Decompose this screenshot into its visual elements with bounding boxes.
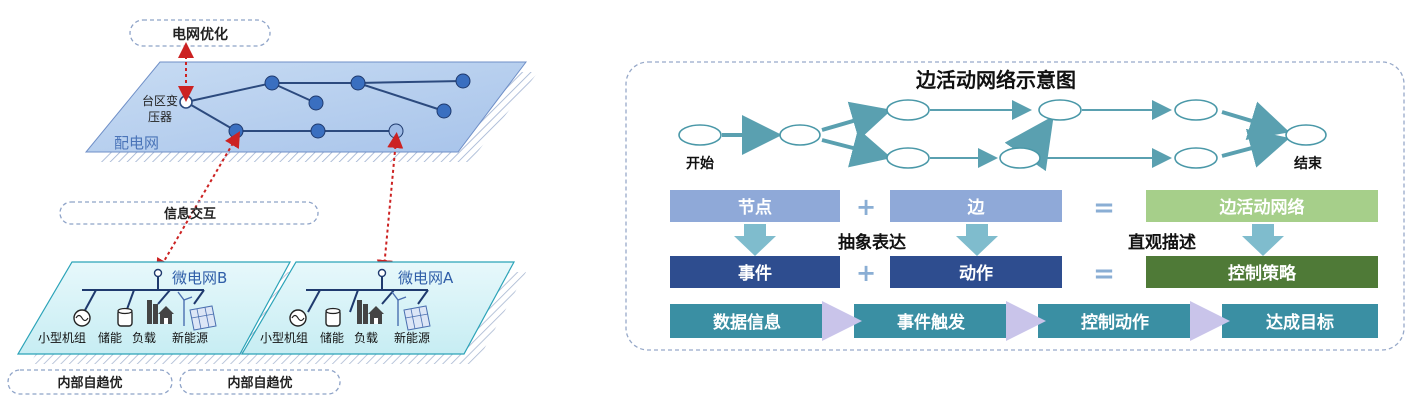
microgrid-a-item: 负载	[354, 331, 378, 345]
right-panel-frame	[625, 61, 1405, 351]
network-node	[308, 95, 324, 111]
grid-optimization-label: 电网优化	[172, 26, 228, 43]
event-box	[670, 256, 840, 288]
grid-optimization-capsule	[129, 19, 271, 47]
microgrid-b-link	[155, 131, 241, 275]
microgrid-a-connection-node	[388, 123, 404, 139]
flow-box-label: 控制动作	[1081, 312, 1149, 333]
microgrid-b-title: 微电网B	[172, 269, 227, 287]
activity-network-box-label: 边活动网络	[1219, 197, 1305, 218]
transformer-label-line1: 台区变	[142, 93, 178, 108]
transformer-node	[179, 95, 193, 109]
flow-box-event-trigger	[854, 304, 1008, 338]
start-node	[678, 124, 722, 146]
event-node	[1174, 147, 1218, 169]
flow-box-label: 达成目标	[1266, 312, 1334, 333]
action-box	[890, 256, 1062, 288]
down-arrow	[1242, 224, 1284, 256]
internal-optimization-b-label: 内部自趋优	[57, 375, 122, 391]
distribution-plane	[84, 61, 528, 153]
event-node	[1174, 99, 1218, 121]
microgrid-b-item: 负载	[132, 331, 156, 345]
storage-icon	[325, 307, 341, 327]
microgrid-a-item: 新能源	[394, 330, 430, 345]
activity-network	[722, 100, 1290, 172]
network-event-nodes	[678, 99, 1327, 169]
event-node	[779, 124, 821, 146]
load-icon	[147, 300, 174, 324]
edge-box	[890, 190, 1062, 222]
microgrid-a-item: 储能	[320, 330, 344, 345]
generator-icon	[289, 309, 307, 327]
event-node	[1038, 99, 1082, 121]
flow-box-control-action	[1038, 304, 1192, 338]
event-node	[886, 147, 930, 169]
distribution-network-label: 配电网	[114, 134, 159, 152]
action-box-label: 动作	[959, 263, 993, 284]
end-label: 结束	[1294, 155, 1323, 172]
microgrid-a-title: 微电网A	[398, 269, 454, 287]
activity-network-box	[1146, 190, 1378, 222]
network-node	[436, 103, 452, 119]
internal-optimization-b-capsule	[7, 369, 173, 395]
internal-optimization-a-capsule	[179, 369, 341, 395]
plus-sign: +	[856, 259, 876, 287]
microgrid-b-bus	[82, 274, 205, 313]
storage-icon	[117, 307, 133, 327]
network-node	[310, 123, 326, 139]
node-box	[670, 190, 840, 222]
microgrid-a-connection-node	[377, 268, 387, 278]
equals-sign: =	[1093, 193, 1115, 223]
edge-box-label: 边	[967, 198, 986, 218]
renewable-icon	[177, 291, 217, 331]
load-icon	[357, 300, 384, 324]
network-node	[228, 123, 244, 139]
right-diagram: 边活动网络示意图 开始 结束 节点	[625, 61, 1405, 351]
event-node	[999, 147, 1041, 169]
plus-sign: +	[856, 193, 876, 221]
event-box-label: 事件	[738, 263, 772, 284]
network-node	[455, 73, 471, 89]
renewable-icon	[391, 291, 431, 331]
flow-box-data-info	[670, 304, 824, 338]
microgrid-a-item: 小型机组	[260, 331, 308, 345]
info-exchange-label: 信息交互	[164, 206, 216, 222]
microgrid-b-item: 储能	[98, 330, 122, 345]
microgrid-b-item: 新能源	[172, 330, 208, 345]
down-arrow	[734, 224, 776, 256]
control-strategy-box-label: 控制策略	[1228, 263, 1297, 284]
transformer-label-line2: 压器	[148, 110, 172, 124]
info-exchange-capsule	[59, 201, 319, 225]
left-diagram: 电网优化 台区变 压器 配电网 信息交互	[7, 19, 538, 395]
flow-box-label: 数据信息	[713, 312, 781, 333]
intuitive-description-label: 直观描述	[1128, 232, 1196, 253]
control-strategy-box	[1146, 256, 1378, 288]
network-node	[350, 75, 366, 91]
flow-box-achieve-goal	[1222, 304, 1378, 338]
generator-icon	[73, 309, 91, 327]
abstract-expression-label: 抽象表达	[838, 232, 906, 253]
microgrid-b-item: 小型机组	[38, 331, 86, 345]
event-node	[886, 99, 930, 121]
start-label: 开始	[686, 155, 714, 172]
flow-box-label: 事件触发	[897, 312, 966, 333]
microgrid-b-connection-node	[153, 268, 163, 278]
right-title: 边活动网络示意图	[915, 68, 1076, 92]
internal-optimization-a-label: 内部自趋优	[227, 375, 292, 391]
end-node	[1285, 124, 1327, 146]
down-arrows	[734, 224, 1284, 256]
down-arrow	[956, 224, 998, 256]
network-node	[264, 75, 280, 91]
equals-sign: =	[1093, 259, 1115, 289]
node-box-label: 节点	[738, 197, 772, 218]
